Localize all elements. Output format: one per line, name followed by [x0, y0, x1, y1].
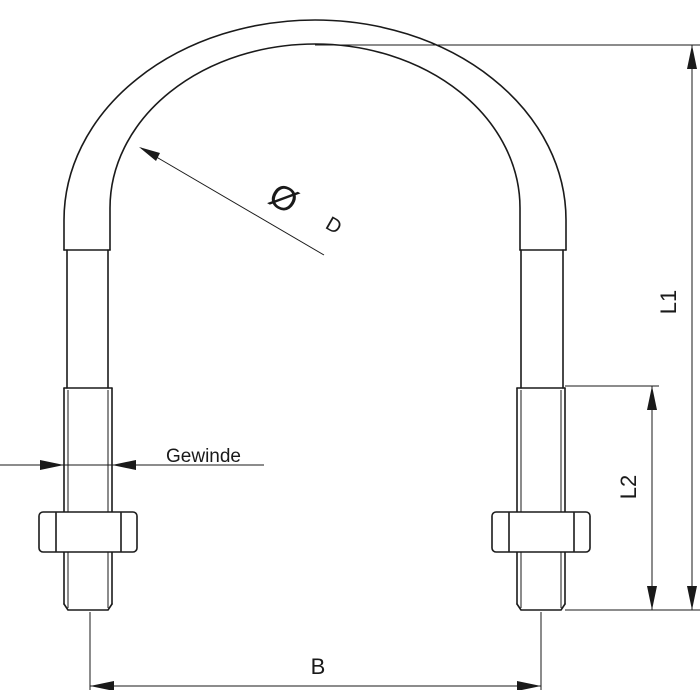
thread-arrow-right: [112, 460, 136, 470]
b-arrow-left: [90, 681, 114, 690]
width-b-dimension: B: [89, 612, 542, 690]
l2-arrow-top: [647, 386, 657, 410]
u-bolt: [38, 19, 591, 611]
left-hex-nut: [38, 511, 138, 553]
diameter-leader-line: [140, 147, 325, 256]
right-hex-nut: [491, 511, 591, 553]
l1-label: L1: [656, 290, 681, 314]
b-arrow-right: [517, 681, 541, 690]
u-bolt-outer-contour: [63, 19, 567, 251]
thread-dimension: Gewinde: [0, 446, 264, 470]
diameter-callout: Ø D: [139, 147, 346, 256]
height-l1-dimension: L1: [315, 44, 700, 611]
l1-arrow-top: [687, 45, 697, 69]
u-bolt-inner-contour: [109, 43, 521, 251]
diameter-symbol: Ø: [263, 176, 305, 222]
l1-arrow-bottom: [687, 586, 697, 610]
left-thread: [63, 387, 113, 611]
b-label: B: [311, 654, 326, 679]
thread-arrow-left: [40, 460, 64, 470]
thread-label: Gewinde: [166, 446, 241, 467]
diameter-letter: D: [322, 213, 346, 239]
thread-length-l2-dimension: L2: [565, 385, 659, 610]
right-thread: [516, 387, 566, 611]
l2-label: L2: [616, 475, 641, 499]
diameter-arrowhead: [139, 147, 160, 161]
l2-arrow-bottom: [647, 586, 657, 610]
